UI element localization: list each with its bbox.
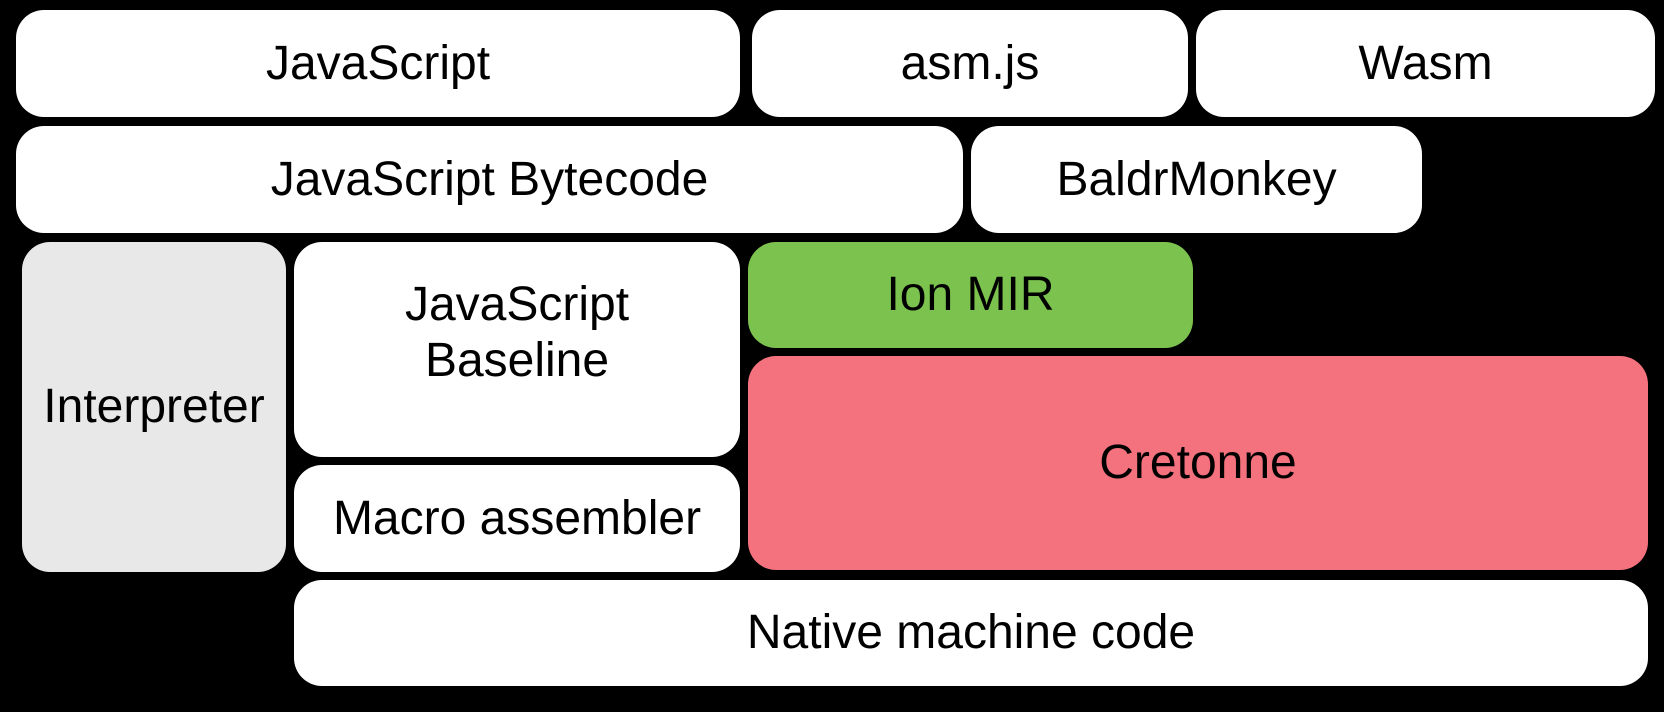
node-javascript-bytecode: JavaScript Bytecode	[16, 126, 963, 233]
node-asm-js: asm.js	[752, 10, 1188, 117]
node-javascript-baseline: JavaScript Baseline	[294, 242, 740, 457]
node-cretonne: Cretonne	[748, 356, 1648, 570]
node-macro-assembler: Macro assembler	[294, 465, 740, 572]
node-interpreter: Interpreter	[22, 242, 286, 572]
node-javascript: JavaScript	[16, 10, 740, 117]
node-ion-mir: Ion MIR	[748, 242, 1193, 348]
node-native-machine-code: Native machine code	[294, 580, 1648, 686]
node-wasm: Wasm	[1196, 10, 1655, 117]
node-baldrmonkey: BaldrMonkey	[971, 126, 1422, 233]
